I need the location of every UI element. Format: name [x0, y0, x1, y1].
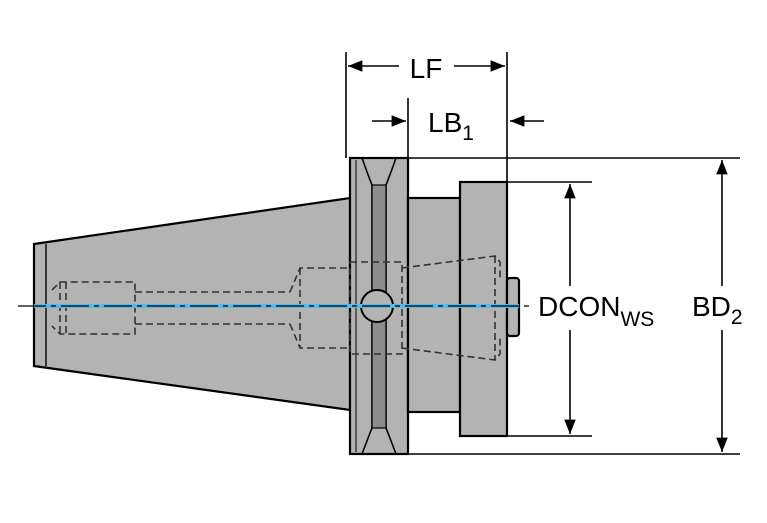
- front-face: [458, 180, 509, 438]
- dcon-dimension: [507, 181, 592, 437]
- dcon-label: DCONWS: [538, 291, 654, 331]
- bd2-dimension: [408, 157, 740, 455]
- bd2-label: BD2: [692, 291, 743, 329]
- lf-dimension: [345, 52, 508, 182]
- lb1-label: LB1: [428, 107, 474, 145]
- lf-label: LF: [410, 53, 443, 84]
- lb1-dimension: [372, 98, 544, 158]
